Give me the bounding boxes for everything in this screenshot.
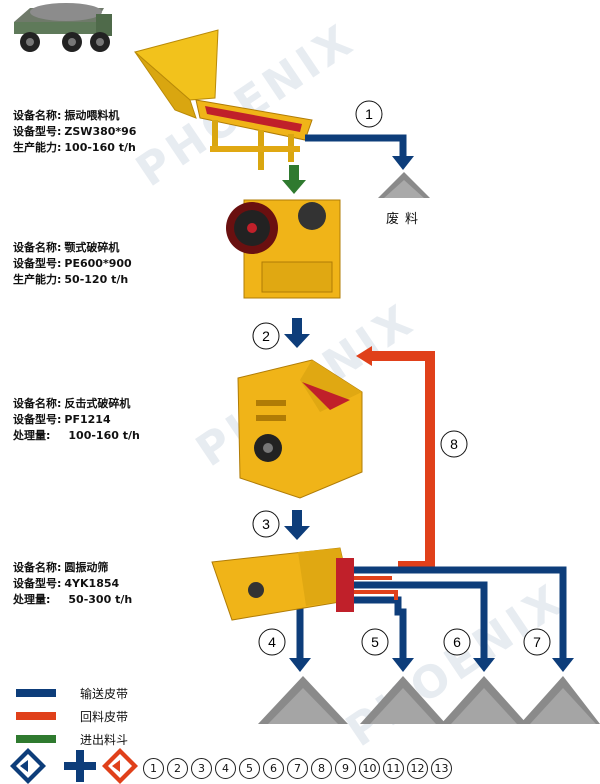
page-number-link[interactable]: 5 bbox=[239, 758, 260, 779]
model-label: 设备型号: bbox=[13, 125, 62, 138]
dump-truck-icon bbox=[14, 3, 112, 52]
legend-item-conveyor: 输送皮带 bbox=[16, 683, 128, 703]
page-number-link[interactable]: 1 bbox=[143, 758, 164, 779]
equipment-capacity: 100-160 t/h bbox=[68, 429, 140, 442]
plus-icon bbox=[64, 750, 96, 782]
return-conveyor-line bbox=[356, 346, 435, 571]
equipment-spec-jaw-crusher: 设备名称:颚式破碎机 设备型号:PE600*900 生产能力:50-120 t/… bbox=[13, 240, 132, 288]
equipment-spec-vibrating-screen: 设备名称:圆振动筛 设备型号:4YK1854 处理量: 50-300 t/h bbox=[13, 560, 132, 608]
page-number-link[interactable]: 2 bbox=[167, 758, 188, 779]
capacity-label: 生产能力: bbox=[13, 141, 62, 154]
page-number-link[interactable]: 11 bbox=[383, 758, 404, 779]
step-badge-1: 1 bbox=[355, 100, 383, 128]
legend-swatch bbox=[16, 735, 56, 743]
step-badge-8: 8 bbox=[440, 430, 468, 458]
equipment-spec-feeder: 设备名称:振动喂料机 设备型号:ZSW380*96 生产能力:100-160 t… bbox=[13, 108, 136, 156]
vibrating-feeder-icon bbox=[195, 99, 313, 170]
equipment-name: 圆振动筛 bbox=[64, 561, 109, 574]
waste-label: 废料 bbox=[386, 212, 425, 227]
diamond-arrows-icon bbox=[102, 748, 138, 784]
page-number-strip: 1 2 3 4 5 6 7 8 9 10 11 12 13 bbox=[143, 758, 452, 779]
product-pile-icon bbox=[520, 676, 600, 724]
legend-swatch bbox=[16, 689, 56, 697]
capacity-label: 处理量: bbox=[13, 593, 51, 606]
impact-crusher-icon bbox=[237, 359, 363, 499]
name-label: 设备名称: bbox=[13, 397, 62, 410]
page-number-link[interactable]: 13 bbox=[431, 758, 452, 779]
page-number-link[interactable]: 10 bbox=[359, 758, 380, 779]
feed-hopper-icon bbox=[133, 29, 219, 119]
equipment-name: 颚式破碎机 bbox=[64, 241, 120, 254]
step-number: 2 bbox=[262, 328, 270, 344]
page-number-link[interactable]: 6 bbox=[263, 758, 284, 779]
waste-conveyor-line bbox=[305, 134, 414, 170]
step-badge-5: 5 bbox=[361, 628, 389, 656]
legend-label: 输送皮带 bbox=[80, 686, 129, 701]
step-number: 1 bbox=[365, 106, 373, 122]
conveyor-arrow-2 bbox=[284, 318, 310, 348]
name-label: 设备名称: bbox=[13, 109, 62, 122]
equipment-name: 振动喂料机 bbox=[64, 109, 120, 122]
step-badge-3: 3 bbox=[252, 510, 280, 538]
page-number-link[interactable]: 8 bbox=[311, 758, 332, 779]
equipment-name: 反击式破碎机 bbox=[64, 397, 131, 410]
equipment-spec-impact-crusher: 设备名称:反击式破碎机 设备型号:PF1214 处理量: 100-160 t/h bbox=[13, 396, 140, 444]
equipment-capacity: 50-120 t/h bbox=[64, 273, 129, 286]
step-number: 8 bbox=[450, 436, 458, 452]
capacity-label: 处理量: bbox=[13, 429, 51, 442]
equipment-capacity: 50-300 t/h bbox=[68, 593, 133, 606]
capacity-label: 生产能力: bbox=[13, 273, 62, 286]
equipment-model: PF1214 bbox=[64, 413, 111, 426]
jaw-crusher-icon bbox=[226, 199, 341, 299]
legend-label: 进出料斗 bbox=[80, 732, 129, 747]
conveyor-arrow-3 bbox=[284, 510, 310, 540]
vibrating-screen-icon bbox=[211, 547, 354, 621]
equipment-capacity: 100-160 t/h bbox=[64, 141, 136, 154]
equipment-model: PE600*900 bbox=[64, 257, 132, 270]
equipment-model: ZSW380*96 bbox=[64, 125, 137, 138]
name-label: 设备名称: bbox=[13, 241, 62, 254]
equipment-model: 4YK1854 bbox=[64, 577, 120, 590]
legend-label: 回料皮带 bbox=[80, 709, 129, 724]
step-number: 6 bbox=[453, 634, 461, 650]
page-number-link[interactable]: 4 bbox=[215, 758, 236, 779]
diamond-arrows-icon bbox=[10, 748, 46, 784]
name-label: 设备名称: bbox=[13, 561, 62, 574]
legend-swatch bbox=[16, 712, 56, 720]
page-number-link[interactable]: 3 bbox=[191, 758, 212, 779]
waste-pile-icon bbox=[378, 172, 430, 198]
page-number-link[interactable]: 7 bbox=[287, 758, 308, 779]
step-badge-7: 7 bbox=[523, 628, 551, 656]
step-number: 5 bbox=[371, 634, 379, 650]
step-badge-2: 2 bbox=[252, 322, 280, 350]
step-badge-6: 6 bbox=[443, 628, 471, 656]
model-label: 设备型号: bbox=[13, 577, 62, 590]
step-number: 3 bbox=[262, 516, 270, 532]
legend-item-hopper: 进出料斗 bbox=[16, 729, 128, 749]
legend-item-return: 回料皮带 bbox=[16, 706, 128, 726]
step-number: 7 bbox=[533, 634, 541, 650]
page-number-link[interactable]: 12 bbox=[407, 758, 428, 779]
product-pile-icon bbox=[258, 676, 348, 724]
model-label: 设备型号: bbox=[13, 257, 62, 270]
model-label: 设备型号: bbox=[13, 413, 62, 426]
page-number-link[interactable]: 9 bbox=[335, 758, 356, 779]
step-number: 4 bbox=[268, 634, 276, 650]
hopper-flow-arrow bbox=[282, 165, 306, 194]
product-pile-icon bbox=[441, 676, 527, 724]
product-pile-icon bbox=[360, 676, 446, 724]
step-badge-4: 4 bbox=[258, 628, 286, 656]
legend: 输送皮带 回料皮带 进出料斗 bbox=[16, 683, 128, 752]
